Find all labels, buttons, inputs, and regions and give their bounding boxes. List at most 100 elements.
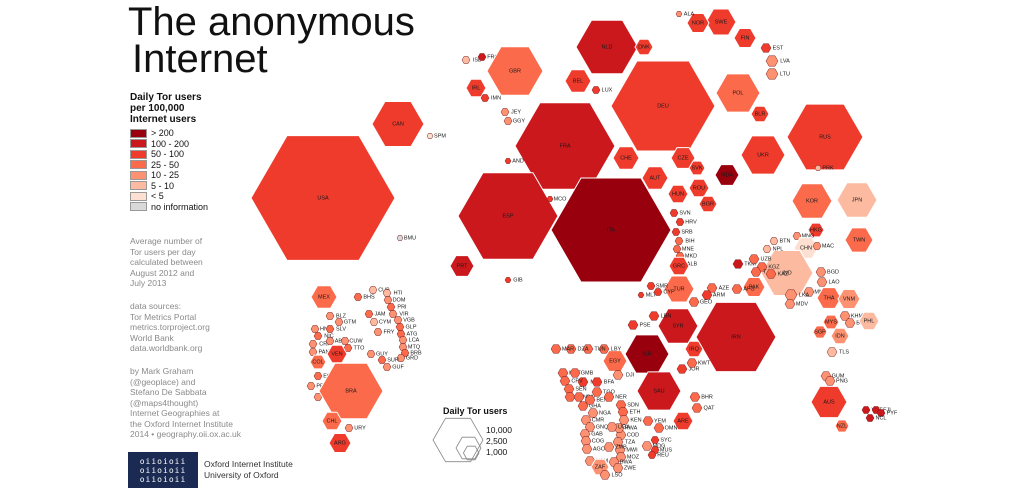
- country-hex-shape: [765, 68, 779, 80]
- country-hex-ben: BEN: [584, 395, 608, 405]
- country-hex-shape: [617, 407, 629, 417]
- country-code-label: CRI: [319, 341, 329, 347]
- country-hex-mco: MCO: [546, 196, 567, 202]
- country-code-label: MWI: [626, 447, 638, 453]
- country-hex-arm: ARM: [701, 290, 726, 300]
- country-hex-shape: [326, 344, 348, 364]
- country-hex-shape: [816, 287, 842, 309]
- country-hex-shape: [627, 320, 639, 330]
- country-code-label: HKG: [810, 227, 822, 233]
- country-code-label: AZE: [719, 285, 730, 291]
- country-code-label: CYP: [663, 289, 675, 295]
- country-hex-rus: RUS: [786, 103, 864, 171]
- country-hex-ncl: NCL: [865, 414, 887, 422]
- country-hex-shape: [830, 327, 850, 345]
- country-hex-pol: POL: [715, 73, 761, 113]
- country-code-label: AFG: [743, 286, 754, 292]
- country-code-label: SVN: [679, 210, 690, 216]
- country-hex-ago: AGO: [581, 444, 606, 454]
- legend-swatch: [130, 139, 147, 149]
- country-hex-shape: [564, 392, 576, 402]
- country-hex-vgb: VGB: [393, 316, 415, 324]
- country-hex-shape: [250, 135, 396, 261]
- country-code-label: FRO: [487, 54, 499, 60]
- country-code-label: BMU: [404, 235, 416, 241]
- country-hex-jam: JAM: [364, 310, 386, 318]
- country-hex-shape: [765, 269, 777, 279]
- source-line: data sources:: [130, 301, 182, 311]
- country-hex-shape: [310, 325, 320, 333]
- country-hex-gmb: GMB: [569, 368, 594, 378]
- country-hex-shape: [650, 436, 660, 444]
- country-code-label: COL: [312, 359, 323, 365]
- country-hex-shape: [377, 356, 387, 364]
- country-hex-tkm: TKM: [732, 259, 756, 269]
- country-hex-geo: GEO: [688, 297, 713, 307]
- title-line-2: Internet: [132, 37, 268, 81]
- country-code-label: BIH: [685, 238, 694, 244]
- legend-swatch: [130, 149, 147, 159]
- country-hex-shape: [308, 340, 318, 348]
- country-hex-uzb: UZB: [748, 254, 772, 264]
- country-code-label: BFA: [604, 379, 615, 385]
- legend-item: 10 - 25: [130, 170, 270, 181]
- country-code-label: UKR: [757, 152, 769, 158]
- country-hex-shape: [598, 344, 610, 354]
- country-hex-shape: [582, 344, 594, 354]
- country-code-label: GNQ: [596, 424, 609, 430]
- country-hex-shape: [750, 267, 762, 277]
- legend-title-line: Internet users: [130, 114, 197, 125]
- country-hex-shape: [565, 344, 577, 354]
- country-code-label: LVA: [780, 58, 790, 64]
- country-hex-ken: KEN: [618, 415, 642, 425]
- country-hex-svk: SVK: [688, 160, 706, 176]
- country-hex-shape: [587, 408, 599, 418]
- country-hex-blr: BLR: [750, 105, 770, 123]
- country-code-label: ARE: [677, 418, 689, 424]
- country-hex-est: EST: [760, 43, 784, 53]
- country-code-label: IRL: [472, 85, 481, 91]
- country-hex-gbr: GBR: [486, 46, 544, 96]
- country-code-label: LAO: [828, 279, 840, 285]
- country-hex-shape: [504, 158, 512, 164]
- country-hex-shape: [714, 164, 740, 186]
- country-code-label: ARG: [334, 440, 346, 446]
- country-hex-mda: MDA: [714, 164, 740, 186]
- country-hex-shape: [591, 86, 601, 94]
- country-hex-shape: [663, 275, 695, 303]
- logo-mark-line: oiioioii: [139, 474, 187, 484]
- country-hex-shape: [563, 384, 575, 394]
- country-code-label: MUS: [660, 447, 673, 453]
- country-hex-shape: [308, 348, 318, 356]
- country-hex-shape: [477, 53, 487, 61]
- country-hex-qat: QAT: [691, 403, 715, 413]
- country-code-label: BLR: [755, 111, 766, 117]
- country-hex-shape: [584, 395, 596, 405]
- country-hex-shape: [647, 451, 657, 459]
- country-hex-srb: SRB: [671, 228, 693, 236]
- country-code-label: MDG: [653, 443, 666, 449]
- country-hex-shape: [546, 196, 554, 202]
- country-hex-cri: CRI: [308, 340, 329, 348]
- country-hex-pyf: PYF: [876, 409, 898, 417]
- legend-label: 25 - 50: [151, 159, 180, 170]
- country-hex-afg: AFG: [731, 284, 755, 294]
- country-code-label: EGY: [609, 358, 621, 364]
- country-hex-cub: CUB: [368, 286, 390, 294]
- country-hex-syc: SYC: [650, 436, 672, 444]
- country-hex-shape: [573, 392, 585, 402]
- country-code-label: NPL: [773, 246, 784, 252]
- country-hex-shape: [313, 372, 323, 380]
- country-hex-spm: SPM: [426, 133, 446, 139]
- country-hex-shape: [667, 184, 689, 204]
- country-hex-ukr: UKR: [740, 135, 786, 175]
- country-code-label: PAK: [749, 284, 760, 290]
- country-code-label: CUB: [378, 287, 390, 293]
- country-hex-shape: [676, 364, 688, 374]
- country-code-label: DEU: [657, 103, 669, 109]
- color-legend: Daily Tor users per 100,000 Internet use…: [130, 92, 270, 212]
- size-legend-label: 10,000: [486, 425, 512, 435]
- page-title: The anonymous Internet: [128, 2, 415, 81]
- country-code-label: PAN: [319, 349, 330, 355]
- country-hex-shape: [689, 392, 701, 402]
